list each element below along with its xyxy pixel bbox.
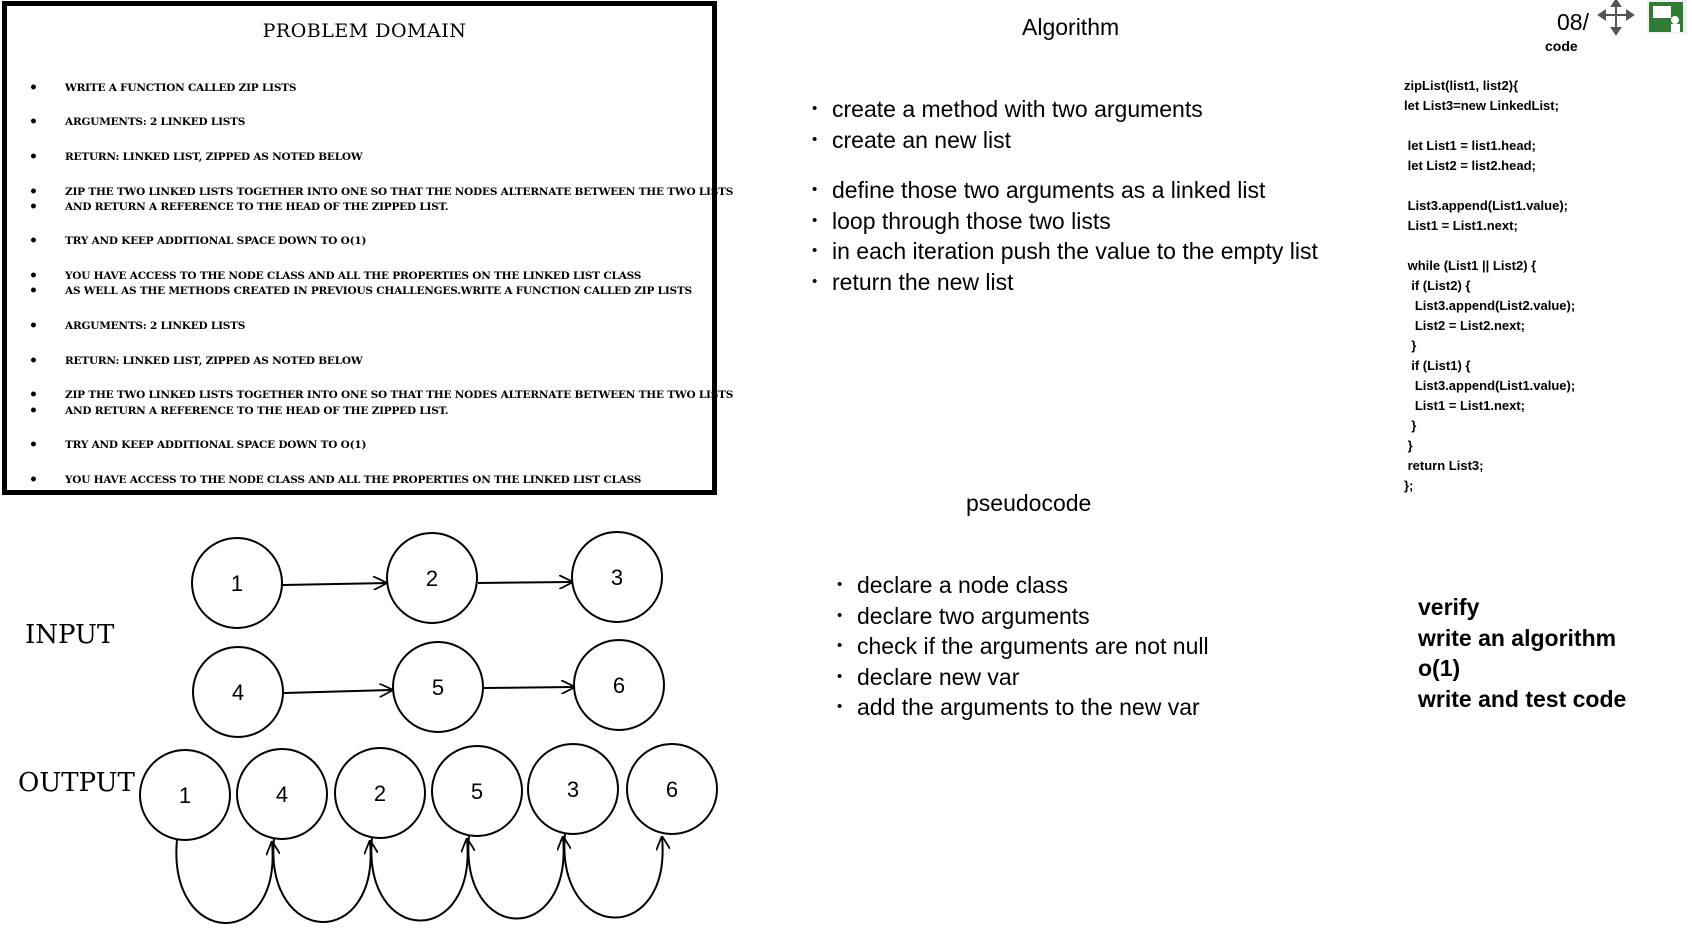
output-node-4-circle <box>527 743 619 835</box>
list2-node-0-value: 4 <box>232 680 244 705</box>
step-item: o(1) <box>1418 655 1461 681</box>
list2-node-2-value: 6 <box>613 673 625 698</box>
list2-node-1-value: 5 <box>432 675 444 700</box>
zip-arrow-3 <box>467 834 563 920</box>
list1-node-0-circle <box>191 537 283 629</box>
list2-arrow-2 <box>483 687 574 688</box>
step-item: verify <box>1418 594 1480 620</box>
zip-arrow-4 <box>563 832 662 919</box>
algorithm-list-1: create a method with two arguments creat… <box>812 94 1203 155</box>
algorithm-step: define those two arguments as a linked l… <box>812 175 1318 206</box>
problem-item: Write a function called zip lists <box>29 80 296 96</box>
problem-domain-title: PROBLEM DOMAIN <box>262 20 467 42</box>
output-node-2-circle <box>334 747 426 839</box>
output-node-5-circle <box>626 743 718 835</box>
problem-item: Return: Linked List, zipped as noted bel… <box>29 353 363 369</box>
code-block-header: zipList(list1, list2){ let List3=new Lin… <box>1404 78 1559 113</box>
algorithm-list-2: define those two arguments as a linked l… <box>812 175 1318 297</box>
toolbar-svg <box>1597 0 1687 36</box>
problem-item: You have access to the Node class and al… <box>29 472 641 488</box>
problem-item: Return: Linked List, zipped as noted bel… <box>29 149 363 165</box>
pseudocode-step: declare new var <box>837 662 1209 693</box>
pseudocode-title: pseudocode <box>966 490 1092 516</box>
code-block-heads: let List1 = list1.head; let List2 = list… <box>1407 138 1536 173</box>
zip-arrow-0 <box>175 838 272 924</box>
step-item: write and test code <box>1418 685 1627 712</box>
problem-domain-box: PROBLEM DOMAIN Write a function called z… <box>2 1 733 495</box>
output-node-1-value: 4 <box>276 782 288 807</box>
problem-item: Arguments: 2 linked lists <box>29 114 245 130</box>
algorithm-step: in each iteration push the value to the … <box>812 236 1318 267</box>
output-node-1-circle <box>236 748 328 840</box>
output-node-5-value: 6 <box>666 777 678 802</box>
zip-arrow-1 <box>272 837 370 923</box>
algorithm-step: loop through those two lists <box>812 206 1318 237</box>
output-node-3-circle <box>431 745 523 837</box>
algorithm-title: Algorithm <box>1022 14 1120 40</box>
output-node-3-value: 5 <box>471 779 483 804</box>
problem-item: and return a reference to the head of th… <box>29 199 449 215</box>
pseudocode-step: add the arguments to the new var <box>837 692 1209 723</box>
problem-item: Zip the two linked lists together into o… <box>29 387 733 403</box>
output-node-0-value: 1 <box>179 783 191 808</box>
top-right-toolbar <box>1595 0 1692 40</box>
pseudocode-step: declare two arguments <box>837 601 1209 632</box>
move-icon[interactable] <box>1597 0 1635 36</box>
code-label: code <box>1545 38 1578 54</box>
list1-node-1-value: 2 <box>426 566 438 591</box>
list2-arrow-1 <box>283 690 392 693</box>
pseudocode-step: check if the arguments are not null <box>837 631 1209 662</box>
output-node-0-circle <box>139 749 231 841</box>
list1-arrow-2 <box>477 582 572 583</box>
output-node-2-value: 2 <box>374 781 386 806</box>
list1-arrow-1 <box>282 583 386 585</box>
steps-list: verify write an algorithm o(1) write and… <box>1418 592 1626 714</box>
problem-item: Try and keep additional space down to O(… <box>29 437 366 453</box>
zip-arrow-2 <box>370 836 467 922</box>
problem-item: Arguments: 2 linked lists <box>29 318 245 334</box>
problem-item: as well as the methods created in previo… <box>29 283 692 299</box>
problem-item: Try and keep additional space down to O(… <box>29 233 366 249</box>
problem-item: You have access to the Node class and al… <box>29 268 641 284</box>
output-node-4-value: 3 <box>567 777 579 802</box>
algorithm-step: return the new list <box>812 267 1318 298</box>
list1-node-0-value: 1 <box>231 571 243 596</box>
presentation-icon[interactable] <box>1647 0 1687 34</box>
slide-number: 08/ <box>1557 9 1589 35</box>
step-item: write an algorithm <box>1418 624 1617 651</box>
code-block-loop: while (List1 || List2) { if (List2) { Li… <box>1404 258 1576 493</box>
algorithm-step: create a method with two arguments <box>812 94 1203 125</box>
linked-list-diagram: 1 2 3 4 5 6 1 4 2 5 3 6 <box>139 531 718 924</box>
pseudocode-step: declare a node class <box>837 570 1209 601</box>
algorithm-step: create an new list <box>812 125 1203 156</box>
problem-item: Zip the two linked lists together into o… <box>29 184 733 200</box>
list1-node-2-value: 3 <box>611 565 623 590</box>
nodes-layer: 1 2 3 4 5 6 1 4 2 5 3 6 <box>139 531 718 924</box>
pseudocode-list: declare a node class declare two argumen… <box>837 570 1209 723</box>
code-block-first-append: List3.append(List1.value); List1 = List1… <box>1407 198 1568 233</box>
output-label: OUTPUT <box>18 768 135 798</box>
problem-item: and return a reference to the head of th… <box>29 403 449 419</box>
list2-node-0-circle <box>192 646 284 738</box>
input-label: INPUT <box>25 620 115 650</box>
